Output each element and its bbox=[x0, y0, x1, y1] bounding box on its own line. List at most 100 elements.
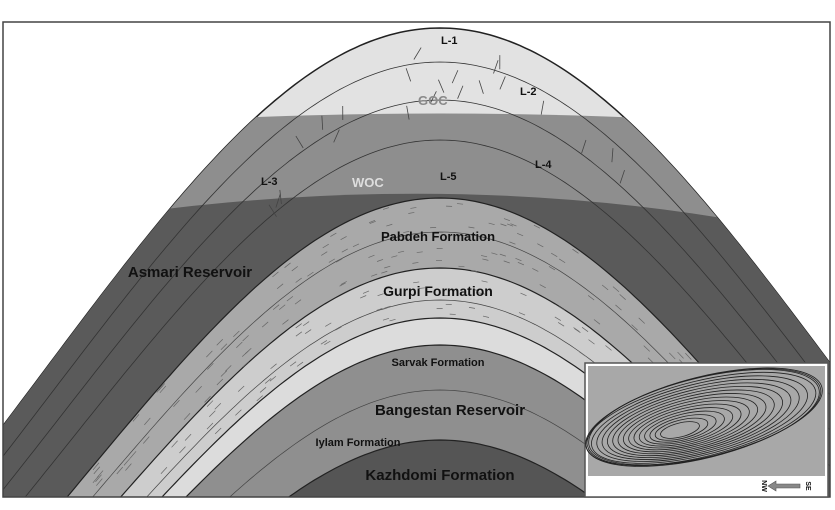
shale-dash bbox=[371, 273, 378, 277]
shale-dash bbox=[92, 462, 100, 471]
shale-dash bbox=[384, 305, 391, 309]
shale-dash bbox=[220, 370, 228, 377]
shale-dash bbox=[325, 322, 332, 327]
shale-dash bbox=[638, 317, 645, 324]
shale-dash bbox=[612, 286, 620, 293]
shale-dash bbox=[184, 433, 192, 441]
structure-contour bbox=[588, 367, 823, 466]
shale-dash bbox=[473, 289, 480, 291]
shale-dash bbox=[573, 327, 580, 332]
shale-dash bbox=[320, 340, 328, 345]
shale-dash bbox=[557, 322, 565, 327]
shale-dash bbox=[93, 466, 101, 475]
shale-dash bbox=[259, 387, 267, 393]
shale-dash bbox=[532, 268, 539, 272]
structure-contour bbox=[654, 417, 709, 441]
shale-dash bbox=[403, 231, 410, 233]
shale-dash bbox=[321, 251, 328, 256]
shale-dash bbox=[482, 258, 489, 261]
shale-dash bbox=[458, 265, 465, 268]
shale-dash bbox=[488, 222, 495, 226]
shale-dash bbox=[125, 463, 132, 471]
shale-dash bbox=[558, 258, 566, 264]
shale-dash bbox=[289, 361, 297, 367]
label-sarvak-formation: Sarvak Formation bbox=[392, 357, 485, 369]
fracture-mark bbox=[540, 100, 545, 115]
label-l5: L-5 bbox=[440, 171, 457, 183]
label-l2: L-2 bbox=[520, 86, 537, 98]
shale-dash bbox=[220, 343, 228, 351]
shale-dash bbox=[413, 281, 420, 284]
shale-dash bbox=[499, 253, 506, 257]
shale-dash bbox=[295, 277, 302, 283]
shale-dash bbox=[179, 446, 186, 454]
shale-dash bbox=[183, 413, 191, 420]
fracture-mark bbox=[295, 135, 304, 149]
shale-dash bbox=[377, 293, 384, 297]
shale-dash bbox=[129, 451, 137, 459]
fracture-mark bbox=[406, 105, 410, 120]
shale-dash bbox=[352, 243, 360, 248]
label-bangestan-reservoir: Bangestan Reservoir bbox=[375, 402, 525, 419]
structure-contour bbox=[601, 382, 792, 460]
shale-dash bbox=[282, 319, 289, 325]
shale-dash bbox=[173, 399, 180, 407]
shale-dash bbox=[242, 335, 249, 342]
shale-dash bbox=[500, 223, 507, 227]
shale-dash bbox=[335, 258, 343, 263]
shale-dash bbox=[601, 284, 609, 291]
shale-dash bbox=[410, 207, 417, 209]
shale-dash bbox=[224, 365, 232, 372]
shale-dash bbox=[291, 266, 298, 272]
shale-dash bbox=[572, 248, 579, 254]
formation-bedding-line bbox=[229, 389, 651, 497]
structure-contour bbox=[622, 396, 759, 453]
structure-contour bbox=[649, 414, 717, 443]
shale-dash bbox=[269, 375, 277, 382]
shale-dash bbox=[237, 385, 245, 392]
shale-dash bbox=[578, 351, 586, 357]
label-l1: L-1 bbox=[441, 35, 458, 47]
shale-dash bbox=[241, 350, 249, 357]
shale-dash bbox=[209, 410, 216, 418]
shale-dash bbox=[158, 383, 165, 391]
fracture-mark bbox=[611, 148, 614, 163]
shale-dash bbox=[235, 409, 242, 416]
shale-dash bbox=[456, 203, 464, 205]
shale-dash bbox=[116, 466, 124, 475]
shale-dash bbox=[518, 312, 526, 316]
shale-dash bbox=[669, 352, 676, 360]
shale-dash bbox=[554, 316, 562, 321]
shale-dash bbox=[381, 307, 388, 311]
shale-dash bbox=[278, 304, 286, 310]
shale-dash bbox=[307, 271, 314, 277]
shale-dash bbox=[533, 224, 541, 229]
shale-dash bbox=[538, 326, 545, 330]
shale-dash bbox=[416, 251, 423, 253]
shale-dash bbox=[478, 292, 485, 295]
shale-dash bbox=[302, 321, 310, 327]
shale-dash bbox=[335, 326, 342, 331]
shale-dash bbox=[376, 259, 384, 262]
label-pabdeh-formation: Pabdeh Formation bbox=[381, 229, 495, 244]
shale-dash bbox=[506, 223, 514, 227]
fracture-mark bbox=[457, 85, 464, 99]
inset-structure-map: NW SE bbox=[584, 362, 829, 498]
fracture-mark bbox=[413, 47, 422, 60]
structure-contour bbox=[644, 410, 725, 445]
shale-dash bbox=[276, 283, 284, 289]
structure-contour bbox=[612, 389, 775, 457]
shale-dash bbox=[256, 395, 263, 402]
shale-dash bbox=[401, 237, 408, 240]
shale-dash bbox=[418, 287, 425, 289]
shale-dash bbox=[520, 292, 527, 297]
fracture-mark bbox=[493, 60, 499, 74]
direction-nw: NW bbox=[760, 480, 767, 492]
shale-dash bbox=[341, 248, 348, 253]
shale-dash bbox=[236, 341, 243, 348]
shale-dash bbox=[581, 327, 589, 332]
structure-contour bbox=[628, 400, 750, 451]
shale-dash bbox=[471, 270, 478, 272]
fracture-mark bbox=[499, 76, 506, 90]
